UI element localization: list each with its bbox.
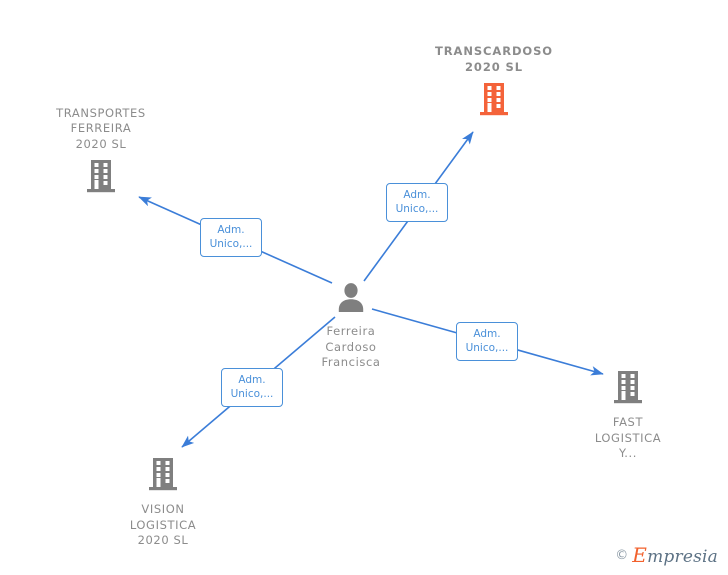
empresia-logo: Empresia bbox=[632, 543, 718, 567]
edge-to-transportes-ferreira-label[interactable]: Adm.Unico,... bbox=[200, 217, 262, 257]
node-label: FAST LOGISTICA Y... bbox=[594, 415, 662, 460]
node-label: VISION LOGISTICA 2020 SL bbox=[129, 502, 197, 547]
copyright-symbol: © bbox=[615, 547, 629, 563]
building-icon bbox=[614, 371, 642, 404]
building-icon[interactable] bbox=[148, 457, 178, 495]
empresia-logo-text: mpresia bbox=[647, 547, 718, 567]
edge-to-vision-logistica-label[interactable]: Adm.Unico,... bbox=[221, 367, 283, 407]
person-icon[interactable] bbox=[335, 281, 367, 317]
graph-node-person-ferreira-cardoso-francisca[interactable]: Ferreira Cardoso Francisca bbox=[276, 281, 426, 371]
edge-label-line-2: Unico,... bbox=[395, 202, 439, 215]
person-icon bbox=[338, 283, 364, 312]
graph-node-company-transportes-ferreira-2020-sl[interactable]: TRANSPORTES FERREIRA 2020 SL bbox=[26, 106, 176, 198]
node-label: Ferreira Cardoso Francisca bbox=[321, 324, 381, 369]
building-icon bbox=[480, 83, 508, 116]
building-icon[interactable] bbox=[613, 370, 643, 408]
node-label: TRANSPORTES FERREIRA 2020 SL bbox=[56, 105, 146, 151]
edge-label-line-1: Adm. bbox=[473, 327, 501, 340]
building-icon bbox=[149, 458, 177, 491]
edge-label-line-2: Unico,... bbox=[230, 387, 274, 400]
edge-label-line-1: Adm. bbox=[238, 373, 266, 386]
edge-label-line-2: Unico,... bbox=[465, 341, 509, 354]
building-icon[interactable] bbox=[479, 82, 509, 120]
edge-label-line-2: Unico,... bbox=[209, 237, 253, 250]
watermark: © Empresia bbox=[615, 543, 718, 567]
edge-to-fast-logistica-label[interactable]: Adm.Unico,... bbox=[456, 321, 518, 361]
building-icon bbox=[87, 160, 115, 193]
building-icon[interactable] bbox=[86, 159, 116, 197]
edge-to-transcardoso-label[interactable]: Adm.Unico,... bbox=[386, 182, 448, 222]
graph-node-company-vision-logistica-2020-sl[interactable]: VISION LOGISTICA 2020 SL bbox=[88, 457, 238, 549]
graph-node-company-transcardoso-2020-sl[interactable]: TRANSCARDOSO 2020 SL bbox=[419, 44, 569, 120]
edge-label-line-1: Adm. bbox=[217, 223, 245, 236]
empresia-logo-initial: E bbox=[632, 543, 648, 567]
edge-label-line-1: Adm. bbox=[403, 188, 431, 201]
node-label: TRANSCARDOSO 2020 SL bbox=[435, 44, 553, 74]
graph-node-company-fast-logistica-y[interactable]: FAST LOGISTICA Y... bbox=[553, 370, 703, 462]
